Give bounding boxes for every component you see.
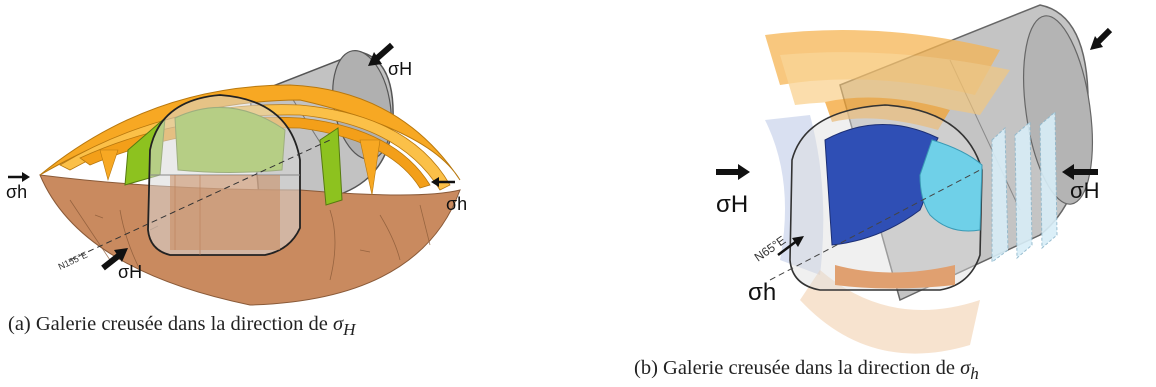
sigma-h-bottom-label-b: σh	[748, 279, 776, 306]
orientation-label-a: N155°E	[57, 250, 89, 272]
caption-b-subscript: h	[970, 364, 979, 384]
stress-arrow-top-a	[368, 42, 394, 66]
caption-b: (b) Galerie creusée dans la direction de…	[634, 357, 979, 384]
sigma-H-right-label-b: σH	[1070, 178, 1099, 203]
tunnel-front-face-a	[147, 94, 301, 256]
sigma-H-left-label-b: σH	[716, 191, 748, 218]
stress-arrow-right-a	[431, 177, 455, 187]
orange-fracture-sheets-b	[765, 30, 1010, 130]
sigma-h-right-label-a: σh	[446, 194, 467, 214]
right-translucent-sheets-b	[991, 110, 1058, 263]
figure-a-diagram: σh σh σH σH N155°E	[6, 42, 467, 306]
tunnel-front-face-b	[789, 104, 983, 291]
stress-arrow-left-b	[716, 164, 750, 180]
caption-a-subscript: H	[343, 320, 356, 340]
tunnel-axis-a	[69, 139, 331, 261]
stress-arrow-bottom-a	[101, 248, 128, 271]
figure-b: σH σH σh N65°E (b) Galerie creusée dans …	[620, 0, 1156, 387]
sigma-H-bottom-label-a: σH	[118, 262, 142, 282]
left-translucent-sheet-b	[765, 115, 824, 275]
figure-a: σh σh σH σH N155°E (a) Galerie creusée d…	[0, 0, 560, 387]
sigma-H-top-label-a: σH	[388, 59, 412, 79]
caption-a-text: (a) Galerie creusée dans la direction de	[8, 313, 333, 335]
caption-a: (a) Galerie creusée dans la direction de…	[8, 313, 355, 340]
stress-arrow-left-a	[8, 172, 30, 182]
figure-b-diagram: σH σH σh N65°E	[716, 4, 1113, 354]
sigma-h-left-label-a: σh	[6, 182, 27, 202]
caption-b-text: (b) Galerie creusée dans la direction de	[634, 357, 961, 379]
floor-cracks-a	[69, 199, 431, 281]
stress-arrow-right-b	[1062, 164, 1098, 180]
stress-arrow-top-b	[1090, 27, 1113, 50]
lower-translucent-sheet-b	[800, 270, 980, 354]
caption-b-symbol: σ	[960, 357, 971, 379]
caption-a-symbol: σ	[332, 313, 344, 335]
stress-arrow-bottom-b	[777, 236, 804, 256]
